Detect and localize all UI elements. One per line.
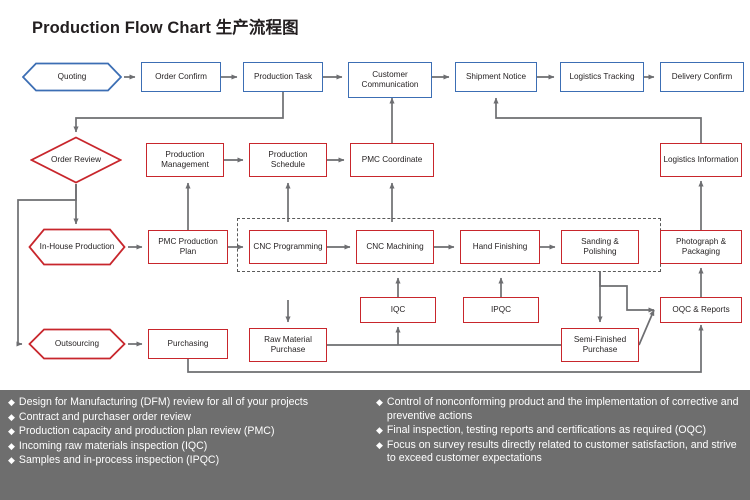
node-ipqc[interactable]: IPQC xyxy=(463,297,539,323)
flow-diagram-canvas: Quoting Order Confirm Production Task Cu… xyxy=(16,62,744,373)
node-logistics-tracking[interactable]: Logistics Tracking xyxy=(560,62,644,92)
node-raw-material-purchase[interactable]: Raw Material Purchase xyxy=(249,328,327,362)
node-outsourcing[interactable]: Outsourcing xyxy=(28,328,126,360)
node-production-schedule[interactable]: Production Schedule xyxy=(249,143,327,177)
diamond-bullet-icon: ◆ xyxy=(376,397,383,407)
list-item: ◆ Design for Manufacturing (DFM) review … xyxy=(8,396,362,410)
diamond-bullet-icon: ◆ xyxy=(8,455,15,466)
node-label: Order Review xyxy=(50,155,102,164)
node-production-management[interactable]: Production Management xyxy=(146,143,224,177)
node-iqc[interactable]: IQC xyxy=(360,297,436,323)
list-item-text: Final inspection, testing reports and ce… xyxy=(386,424,707,437)
node-production-task[interactable]: Production Task xyxy=(243,62,323,92)
list-item-text: Samples and in-process inspection (IPQC) xyxy=(18,454,220,467)
node-label: Outsourcing xyxy=(54,339,100,348)
list-item: ◆ Final inspection, testing reports and … xyxy=(376,424,744,438)
list-item-text: Control of nonconforming product and the… xyxy=(386,396,739,422)
list-item: ◆ Focus on survey results directly relat… xyxy=(376,439,744,466)
node-purchasing[interactable]: Purchasing xyxy=(148,329,228,359)
page-title: Production Flow Chart 生产流程图 xyxy=(32,19,299,37)
diamond-bullet-icon: ◆ xyxy=(8,411,15,422)
node-logistics-information[interactable]: Logistics Information xyxy=(660,143,742,177)
diamond-bullet-icon: ◆ xyxy=(8,440,15,451)
list-item: ◆ Samples and in-process inspection (IPQ… xyxy=(8,454,362,468)
node-pmc-coordinate[interactable]: PMC Coordinate xyxy=(350,143,434,177)
list-item-text: Production capacity and production plan … xyxy=(18,425,275,438)
node-cnc-machining[interactable]: CNC Machining xyxy=(356,230,434,264)
diamond-bullet-icon: ◆ xyxy=(376,425,383,436)
node-cnc-programming[interactable]: CNC Programming xyxy=(249,230,327,264)
node-hand-finishing[interactable]: Hand Finishing xyxy=(460,230,540,264)
node-oqc-reports[interactable]: OQC & Reports xyxy=(660,297,742,323)
node-delivery-confirm[interactable]: Delivery Confirm xyxy=(660,62,744,92)
node-order-review[interactable]: Order Review xyxy=(30,136,122,184)
node-photograph-packaging[interactable]: Photograph & Packaging xyxy=(660,230,742,264)
list-item-text: Focus on survey results directly related… xyxy=(386,438,737,465)
node-in-house-production[interactable]: In-House Production xyxy=(28,228,126,266)
node-label: Quoting xyxy=(57,72,87,81)
diamond-bullet-icon: ◆ xyxy=(8,426,15,437)
list-item: ◆ Incoming raw materials inspection (IQC… xyxy=(8,440,362,454)
node-shipment-notice[interactable]: Shipment Notice xyxy=(455,62,537,92)
footer-highlights: ◆ Design for Manufacturing (DFM) review … xyxy=(0,390,750,500)
node-quoting[interactable]: Quoting xyxy=(22,62,122,92)
list-item-text: Design for Manufacturing (DFM) review fo… xyxy=(18,396,308,408)
diamond-bullet-icon: ◆ xyxy=(376,439,383,450)
node-sanding-polishing[interactable]: Sanding & Polishing xyxy=(561,230,639,264)
node-semi-finished-purchase[interactable]: Semi-Finished Purchase xyxy=(561,328,639,362)
connector-wires xyxy=(16,74,704,373)
list-item: ◆ Control of nonconforming product and t… xyxy=(376,396,744,423)
node-order-confirm[interactable]: Order Confirm xyxy=(141,62,221,92)
node-label: In-House Production xyxy=(39,242,115,251)
list-item-text: Contract and purchaser order review xyxy=(18,410,191,423)
footer-left-column: ◆ Design for Manufacturing (DFM) review … xyxy=(0,390,368,500)
list-item: ◆ Production capacity and production pla… xyxy=(8,425,362,439)
footer-right-column: ◆ Control of nonconforming product and t… xyxy=(368,390,750,500)
list-item: ◆ Contract and purchaser order review xyxy=(8,411,362,425)
list-item-text: Incoming raw materials inspection (IQC) xyxy=(18,439,208,452)
diamond-bullet-icon: ◆ xyxy=(8,397,15,407)
node-customer-communication[interactable]: Customer Communication xyxy=(348,62,432,98)
node-pmc-production-plan[interactable]: PMC Production Plan xyxy=(148,230,228,264)
